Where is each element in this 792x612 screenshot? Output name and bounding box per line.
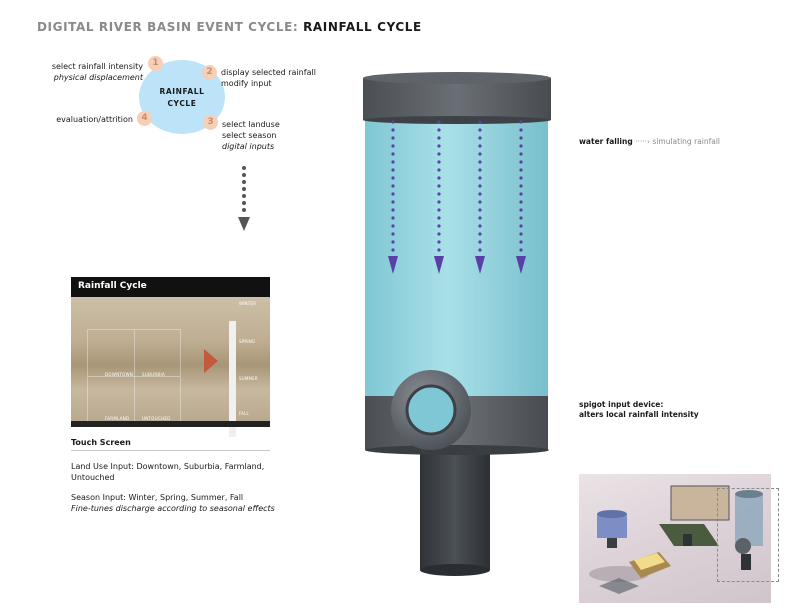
season-line1: Season Input: Winter, Spring, Summer, Fa…: [71, 493, 244, 502]
page-title: DIGITAL RIVER BASIN EVENT CYCLE: RAINFAL…: [37, 20, 422, 34]
step-2-line2: modify input: [221, 79, 272, 88]
spigot-line1: spigot input device:: [579, 400, 664, 409]
step-1-text: select rainfall intensity physical displ…: [40, 61, 143, 83]
step-3-line2: select season: [222, 131, 277, 140]
dotted-arrow-icon: ·····›: [635, 137, 653, 146]
simulating-rainfall-label: simulating rainfall: [652, 137, 720, 146]
step-3-line1: select landuse: [222, 120, 280, 129]
landuse-line2: Untouched: [71, 473, 115, 482]
touch-screen-caption-title: Touch Screen: [71, 438, 131, 447]
season-summer[interactable]: SUMMER: [239, 376, 258, 381]
step-number-2: 2: [202, 65, 217, 80]
spigot-line2: alters local rainfall intensity: [579, 410, 699, 419]
top-cap: [363, 78, 551, 120]
touch-screen-footer: [71, 421, 270, 427]
spigot-highlight-box: [717, 488, 779, 582]
step-number-1: 1: [148, 56, 163, 71]
step-number-3: 3: [203, 115, 218, 130]
selection-marker-icon: [204, 349, 218, 373]
zone-farmland[interactable]: FARMLAND: [105, 416, 130, 421]
installation-render-drawing: [589, 485, 763, 594]
season-line2: Fine-tunes discharge according to season…: [71, 504, 275, 513]
cycle-center-label: RAINFALL CYCLE: [139, 86, 225, 110]
step-1-line2: physical displacement: [53, 73, 143, 82]
touch-screen-header: Rainfall Cycle: [71, 277, 270, 297]
zone-downtown[interactable]: DOWNTOWN: [105, 372, 134, 377]
season-caption: Season Input: Winter, Spring, Summer, Fa…: [71, 492, 275, 514]
step-4-line1: evaluation/attrition: [56, 115, 133, 124]
cycle-center-line2: CYCLE: [167, 99, 197, 108]
zone-untouched[interactable]: UNTOUCHED: [142, 416, 171, 421]
step-3-line3: digital inputs: [222, 142, 275, 151]
season-fall[interactable]: FALL: [239, 411, 249, 416]
touch-screen-map: DOWNTOWN SUBURBIA FARMLAND UNTOUCHED WIN…: [71, 297, 270, 437]
spigot-ring: [391, 370, 471, 450]
step-2-line1: display selected rainfall: [221, 68, 316, 77]
rain-arrows: [388, 120, 526, 274]
touch-screen-title: Rainfall Cycle: [78, 281, 147, 291]
water-falling-annotation: water falling ·····› simulating rainfall: [579, 137, 720, 147]
step-3-text: select landuse select season digital inp…: [222, 119, 280, 152]
step-4-text: evaluation/attrition: [40, 114, 133, 125]
season-winter[interactable]: WINTER: [239, 301, 257, 306]
drain-pipe: [420, 442, 490, 570]
title-prefix: DIGITAL RIVER BASIN EVENT CYCLE:: [37, 20, 304, 34]
season-spring[interactable]: SPRING: [239, 339, 256, 344]
landuse-grid: DOWNTOWN SUBURBIA FARMLAND UNTOUCHED: [87, 329, 181, 423]
landuse-caption: Land Use Input: Downtown, Suburbia, Farm…: [71, 461, 264, 483]
water-falling-label: water falling: [579, 137, 633, 146]
caption-divider: [71, 450, 270, 451]
spigot-annotation: spigot input device: alters local rainfa…: [579, 400, 699, 420]
touch-screen-panel[interactable]: Rainfall Cycle DOWNTOWN SUBURBIA FARMLAN…: [71, 277, 270, 437]
landuse-line1: Land Use Input: Downtown, Suburbia, Farm…: [71, 462, 265, 471]
title-main: RAINFALL CYCLE: [303, 20, 422, 34]
season-slider-track[interactable]: [229, 321, 236, 437]
rainfall-cylinder: [363, 72, 551, 576]
zone-suburbia[interactable]: SUBURBIA: [142, 372, 165, 377]
step-number-4: 4: [137, 111, 152, 126]
dotted-down-arrow: [238, 166, 250, 231]
cycle-center-line1: RAINFALL: [159, 87, 205, 96]
step-1-line1: select rainfall intensity: [51, 62, 143, 71]
step-2-text: display selected rainfall modify input: [221, 67, 316, 89]
